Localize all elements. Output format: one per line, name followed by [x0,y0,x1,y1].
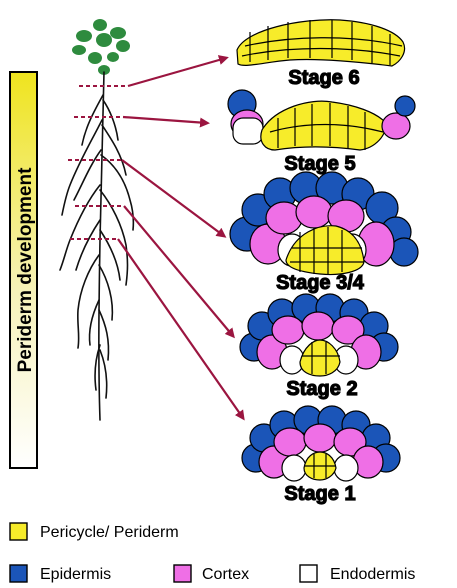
periderm-development-bar: Periderm development [10,72,37,468]
stage-5-label: Stage 5 [284,153,355,175]
stage-arrows [118,58,243,418]
legend-item-pericycle: Pericycle/ Periderm [10,523,179,541]
stage-1-section: Stage 1 [242,406,400,505]
pericycle-swatch [10,523,27,540]
section-markers [68,86,128,239]
stage-2-section: Stage 2 [240,294,398,400]
stage-1-label: Stage 1 [284,483,355,505]
endodermis-swatch [300,565,317,582]
rosette-leaves-icon [72,19,130,75]
legend-item-cortex: Cortex [174,565,249,583]
legend-label-cortex: Cortex [202,566,249,583]
legend-item-epidermis: Epidermis [10,565,111,583]
stage-6-section: Stage 6 [237,20,405,89]
plant-illustration [60,19,243,420]
stage-5-section: Stage 5 [228,90,415,175]
legend: Pericycle/ Periderm Epidermis Cortex End… [10,523,415,583]
stage-3-4-section: Stage 3/4 [230,172,418,294]
stage-3-4-label: Stage 3/4 [276,272,365,294]
stage-2-label: Stage 2 [286,378,357,400]
legend-label-endodermis: Endodermis [330,566,415,583]
epidermis-swatch [10,565,27,582]
legend-label-epidermis: Epidermis [40,566,111,583]
stage-6-label: Stage 6 [288,67,359,89]
periderm-development-title: Periderm development [15,167,36,373]
cortex-swatch [174,565,191,582]
legend-item-endodermis: Endodermis [300,565,415,583]
legend-label-pericycle: Pericycle/ Periderm [40,524,179,541]
